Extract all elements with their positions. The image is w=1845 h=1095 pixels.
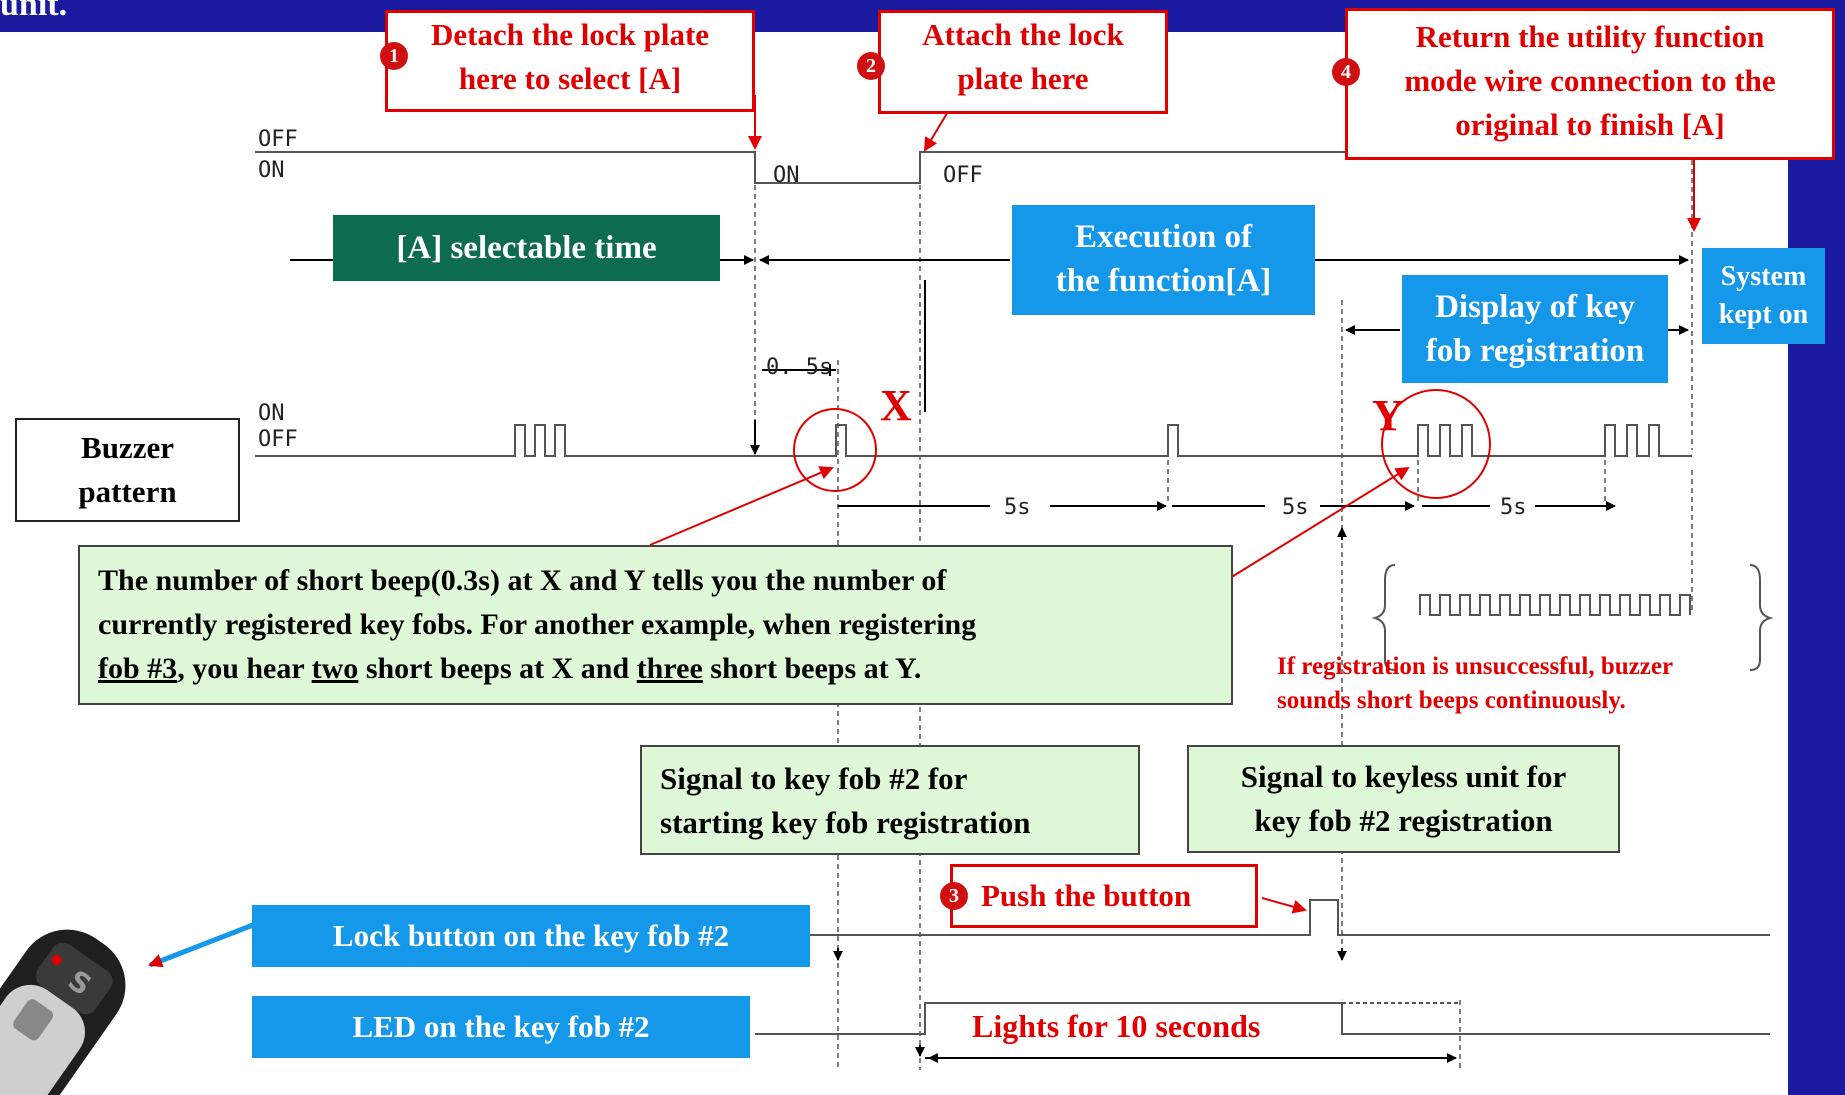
arrow-icon xyxy=(150,925,253,965)
ignition-on-state: ON xyxy=(773,163,800,188)
five-second-dimensions xyxy=(838,506,1615,540)
step4-callout: Return the utility function mode wire co… xyxy=(1345,8,1835,160)
half-second-label: 0. 5s xyxy=(766,355,832,380)
step2-line2: plate here xyxy=(881,57,1165,101)
display-line1: Display of key xyxy=(1402,285,1668,329)
fail-line2: sounds short beeps continuously. xyxy=(1277,684,1673,718)
buzzer-pattern-label: Buzzer pattern xyxy=(15,418,240,522)
keyfob-icon: S xyxy=(0,910,145,1095)
display-registration-box: Display of key fob registration xyxy=(1402,275,1668,383)
buzzer-label-line1: Buzzer xyxy=(17,426,238,470)
note-line2: currently registered key fobs. For anoth… xyxy=(98,603,1231,647)
execution-box: Execution of the function[A] xyxy=(1012,205,1315,315)
step1-line1: Detach the lock plate xyxy=(388,13,752,57)
note-line1: The number of short beep(0.3s) at X and … xyxy=(98,559,1231,603)
step2-number-badge: 2 xyxy=(857,52,885,80)
buzzer-on-label: ON xyxy=(258,401,285,426)
note-mid: short beeps at X and xyxy=(358,652,636,685)
to-fob-line1: Signal to key fob #2 for xyxy=(660,757,1138,801)
five-sec-label-1: 5s xyxy=(1004,495,1031,520)
note-line3: fob #3, you hear two short beeps at X an… xyxy=(98,647,1231,691)
signal-to-fob-box: Signal to key fob #2 for starting key fo… xyxy=(640,745,1140,855)
step2-callout: Attach the lock plate here xyxy=(878,10,1168,114)
step4-number-badge: 4 xyxy=(1332,58,1360,86)
buzzer-signal-line xyxy=(255,425,1692,456)
ignition-on-label: ON xyxy=(258,158,285,183)
note-three: three xyxy=(637,652,703,685)
step2-line1: Attach the lock xyxy=(881,13,1165,57)
five-sec-label-3: 5s xyxy=(1500,495,1527,520)
fail-line1: If registration is unsuccessful, buzzer xyxy=(1277,650,1673,684)
note-fob3: fob #3 xyxy=(98,652,177,685)
lights-duration-label: Lights for 10 seconds xyxy=(972,1008,1260,1045)
step4-line1: Return the utility function xyxy=(1348,15,1832,59)
led-signal-line xyxy=(755,1003,1770,1034)
system-line1: System xyxy=(1702,258,1825,296)
registration-fail-note: If registration is unsuccessful, buzzer … xyxy=(1277,650,1673,718)
step1-callout: Detach the lock plate here to select [A] xyxy=(385,10,755,112)
step4-line3: original to finish [A] xyxy=(1348,103,1832,147)
step1-line2: here to select [A] xyxy=(388,57,752,101)
system-line2: kept on xyxy=(1702,296,1825,334)
signal-to-unit-box: Signal to keyless unit for key fob #2 re… xyxy=(1187,745,1620,853)
five-sec-label-2: 5s xyxy=(1282,495,1309,520)
ignition-off-label: OFF xyxy=(258,127,298,152)
step3-callout: Push the button xyxy=(950,864,1258,928)
note-end: short beeps at Y. xyxy=(703,652,922,685)
ignition-off-state: OFF xyxy=(943,163,983,188)
selectable-time-box: [A] selectable time xyxy=(333,215,720,281)
y-marker-label: Y xyxy=(1372,390,1404,441)
led-label: LED on the key fob #2 xyxy=(252,996,750,1058)
beep-count-note: The number of short beep(0.3s) at X and … xyxy=(78,545,1233,705)
lock-button-label: Lock button on the key fob #2 xyxy=(252,905,810,967)
to-unit-line2: key fob #2 registration xyxy=(1189,799,1618,843)
step1-number-badge: 1 xyxy=(380,42,408,70)
to-unit-line1: Signal to keyless unit for xyxy=(1189,755,1618,799)
buzzer-off-label: OFF xyxy=(258,427,298,452)
buzzer-label-line2: pattern xyxy=(17,470,238,514)
step4-line2: mode wire connection to the xyxy=(1348,59,1832,103)
execution-line1: Execution of xyxy=(1012,215,1315,259)
system-kept-on-box: System kept on xyxy=(1702,248,1825,344)
note-hear: , you hear xyxy=(177,652,311,685)
to-fob-line2: starting key fob registration xyxy=(660,801,1138,845)
execution-line2: the function[A] xyxy=(1012,259,1315,303)
note-two: two xyxy=(312,652,359,685)
x-marker-label: X xyxy=(880,380,912,431)
step3-number-badge: 3 xyxy=(940,882,968,910)
display-line2: fob registration xyxy=(1402,329,1668,373)
